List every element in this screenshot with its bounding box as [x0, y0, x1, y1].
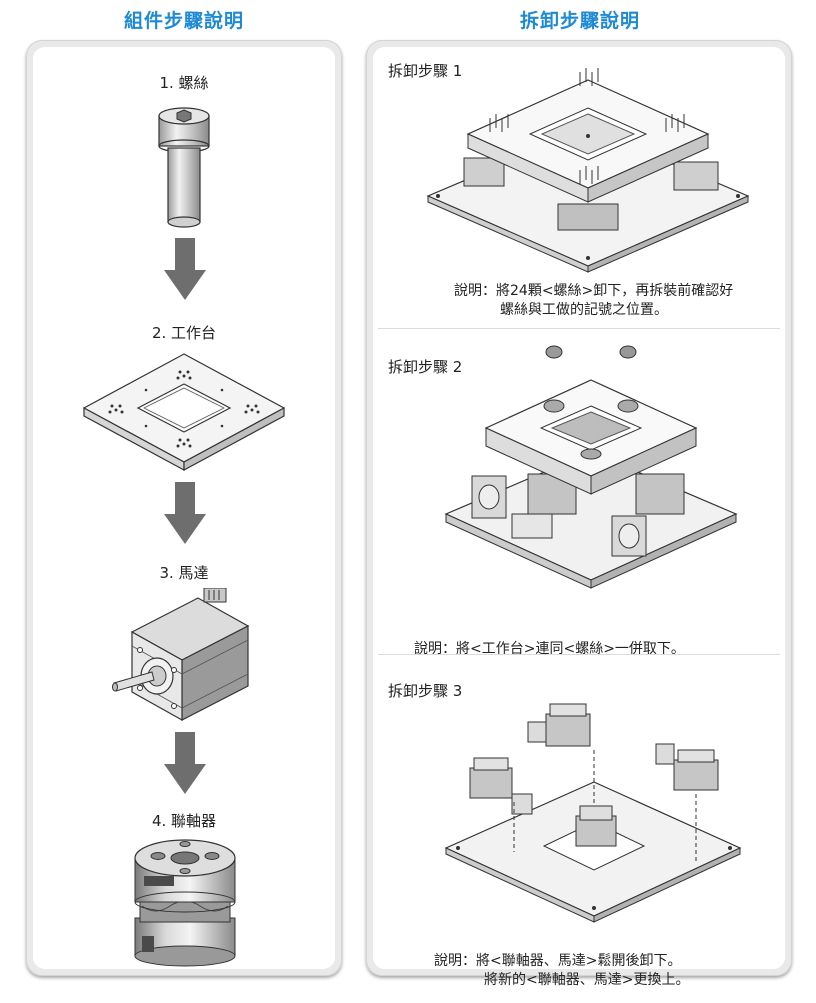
step1-caption-line2: 螺絲與工做的記號之位置。 [500, 302, 668, 318]
worktable-icon [82, 353, 286, 472]
part-label-worktable: 2. 工作台 [151, 324, 217, 342]
motor-icon [112, 588, 250, 722]
step3-assembly-figure [444, 703, 742, 923]
step-title-2: 拆卸步驟 2 [388, 358, 463, 376]
step-title-3: 拆卸步驟 3 [388, 682, 463, 700]
step-divider [378, 328, 780, 329]
step3-caption-line1: 說明：將<聯軸器、馬達>鬆開後卸下。 [434, 953, 682, 969]
part-label-coupling: 4. 聯軸器 [151, 812, 217, 830]
assembly-section-title: 組件步驟說明 [123, 10, 244, 32]
assembly-panel: 1. 螺絲 2. 工作台 [26, 40, 342, 976]
step2-assembly-figure [444, 345, 738, 589]
step3-caption-line2: 將新的<聯軸器、馬達>更換上。 [484, 972, 690, 988]
step-title-1: 拆卸步驟 1 [388, 62, 463, 80]
step2-caption-line1: 說明：將<工作台>連同<螺絲>一併取下。 [414, 641, 685, 657]
screw-icon [158, 107, 210, 228]
step-divider [378, 654, 780, 655]
step1-caption-line1: 說明：將24顆<螺絲>卸下，再拆裝前確認好 [454, 283, 734, 299]
coupling-icon [134, 839, 236, 967]
step1-assembly-figure [426, 68, 750, 273]
down-arrow-icon [164, 482, 206, 544]
down-arrow-icon [164, 732, 206, 794]
part-label-motor: 3. 馬達 [159, 564, 209, 582]
down-arrow-icon [164, 238, 206, 300]
disassembly-panel: 拆卸步驟 1 說明：將24顆<螺絲>卸下，再拆裝前確認好 螺絲與工做的記號之位置… [366, 40, 792, 988]
disassembly-section-title: 拆卸步驟說明 [519, 10, 640, 32]
part-label-screw: 1. 螺絲 [159, 74, 209, 92]
